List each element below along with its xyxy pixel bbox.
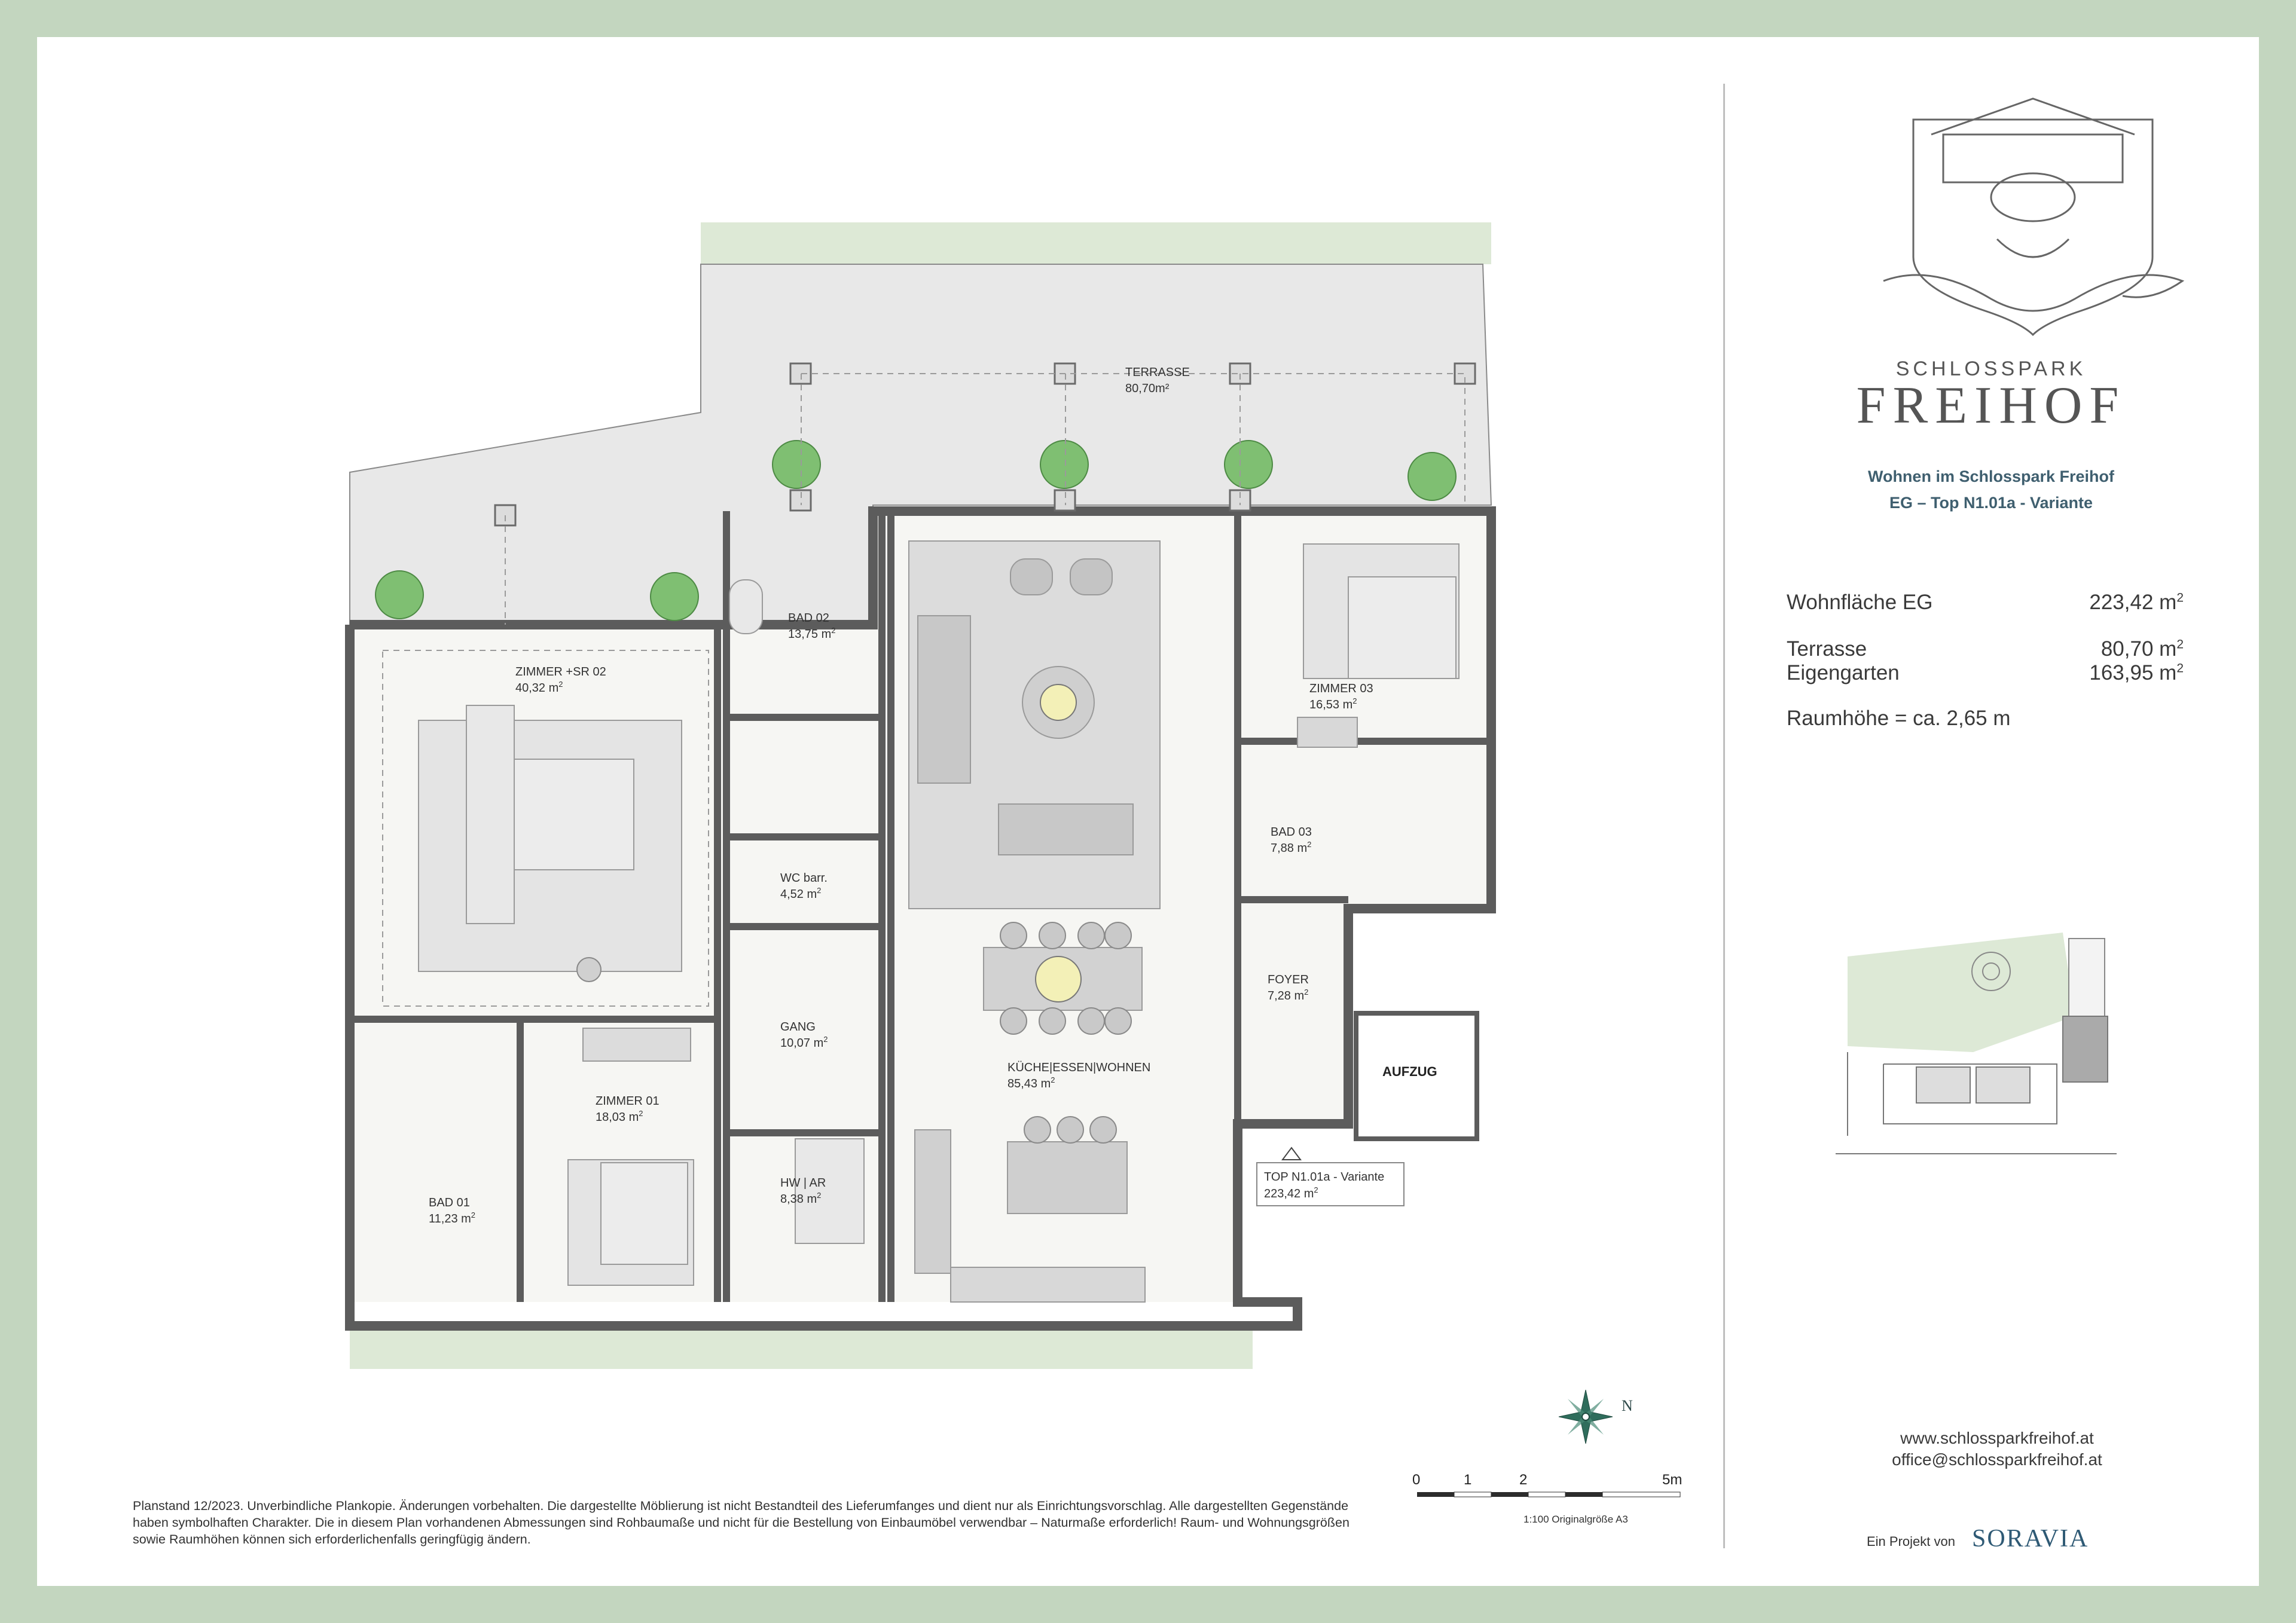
room-name-aufzug: AUFZUG [1382, 1064, 1437, 1079]
developer-logo: SORAVIA [1972, 1525, 2089, 1552]
room-name-zimmer-sr02: ZIMMER +SR 02 [515, 665, 606, 678]
logo-crest-icon [1883, 97, 2185, 337]
scale-tick-2: 2 [1519, 1472, 1528, 1488]
top-label-name: TOP N1.01a - Variante [1264, 1170, 1384, 1184]
room-area-zimmer01: 18,03 m2 [596, 1109, 643, 1124]
room-name-wc: WC barr. [780, 872, 828, 885]
sofa-left [917, 615, 971, 784]
room-area-bad02: 13,75 m2 [788, 626, 836, 641]
room-area-wc: 4,52 m2 [780, 886, 821, 901]
room-name-bad02: BAD 02 [788, 612, 829, 625]
compass-icon: N [1558, 1389, 1633, 1444]
wardrobe-03 [1297, 717, 1358, 748]
project-by-label: Ein Projekt von [1867, 1534, 1955, 1549]
room-area-bad01: 11,23 m2 [429, 1211, 475, 1225]
outer-walls [345, 506, 1496, 1331]
garden-strip-bottom [350, 1326, 1253, 1369]
room-area-bad03: 7,88 m2 [1271, 840, 1311, 855]
garden-strip-top [701, 222, 1491, 264]
raumhoehe: Raumhöhe = ca. 2,65 m [1787, 707, 2011, 730]
scale-tick-5m: 5m [1662, 1472, 1683, 1488]
room-name-zimmer03: ZIMMER 03 [1309, 682, 1373, 695]
location-map [1836, 933, 2117, 1154]
scale-tick-0: 0 [1412, 1472, 1421, 1488]
terrasse-value: 80,70 m2 [2100, 637, 2184, 661]
compass-north-label: N [1622, 1397, 1633, 1414]
terrasse-label: Terrasse [1787, 637, 1867, 661]
eigengarten-value: 163,95 m2 [2089, 661, 2184, 684]
wardrobe-02 [466, 705, 515, 924]
website-link[interactable]: www.schlossparkfreihof.at [1900, 1429, 2094, 1447]
bed-03 [1348, 576, 1457, 679]
bed-02 [514, 759, 634, 870]
desk-01 [582, 1028, 691, 1062]
email-link[interactable]: office@schlossparkfreihof.at [1892, 1450, 2102, 1469]
sidebar-divider [1723, 84, 1725, 1548]
unit-title: EG – Top N1.01a - Variante [1889, 494, 2093, 512]
inner-walls [350, 511, 1491, 1302]
room-name-foyer: FOYER [1268, 973, 1309, 986]
room-name-terrasse: TERRASSE [1125, 366, 1190, 379]
pergola-lines [382, 373, 1465, 1007]
kitchen-island [1007, 1141, 1128, 1214]
room-name-kueche: KÜCHE|ESSEN|WOHNEN [1007, 1061, 1150, 1074]
brand-name-small: SCHLOSSPARK [1895, 357, 2087, 380]
dining-chairs [1000, 922, 1132, 1144]
wohnflaeche-value: 223,42 m2 [2089, 591, 2184, 614]
room-name-gang: GANG [780, 1020, 816, 1034]
top-label-box: TOP N1.01a - Variante 223,42 m2 [1256, 1147, 1405, 1206]
room-area-zimmer03: 16,53 m2 [1309, 696, 1357, 711]
project-title: Wohnen im Schlosspark Freihof [1867, 467, 2115, 485]
sofa-bottom [998, 803, 1134, 855]
room-area-foyer: 7,28 m2 [1268, 988, 1308, 1002]
plants [375, 440, 1457, 621]
wohnflaeche-label: Wohnfläche EG [1787, 591, 1933, 614]
room-name-bad01: BAD 01 [429, 1196, 470, 1209]
elevator-shaft [1354, 1011, 1479, 1141]
scale-tick-1: 1 [1464, 1472, 1472, 1488]
scale-note: 1:100 Originalgröße A3 [1523, 1514, 1628, 1525]
armchair [1070, 558, 1113, 595]
kitchen-counter [950, 1267, 1146, 1303]
eigengarten-label: Eigengarten [1787, 661, 1900, 684]
bed-01 [600, 1162, 688, 1265]
room-area-terrasse: 80,70m² [1125, 382, 1170, 395]
room-name-zimmer01: ZIMMER 01 [596, 1095, 660, 1108]
bathtub [729, 579, 763, 634]
room-area-gang: 10,07 m2 [780, 1035, 828, 1050]
room-area-hw: 8,38 m2 [780, 1191, 821, 1206]
room-name-hw: HW | AR [780, 1176, 826, 1190]
armchair [1010, 558, 1053, 595]
kitchen-cabinets [914, 1129, 951, 1274]
room-area-kueche: 85,43 m2 [1007, 1075, 1055, 1090]
scale-bar [1417, 1491, 1681, 1497]
top-label-area: 223,42 m2 [1264, 1185, 1318, 1200]
room-name-bad03: BAD 03 [1271, 826, 1312, 839]
brand-name-large: FREIHOF [1856, 377, 2126, 435]
disclaimer-text: Planstand 12/2023. Unverbindliche Planko… [133, 1499, 1349, 1546]
room-area-zimmer-sr02: 40,32 m2 [515, 680, 563, 695]
utility-appliances [795, 1138, 865, 1244]
lamps [576, 666, 1095, 1002]
